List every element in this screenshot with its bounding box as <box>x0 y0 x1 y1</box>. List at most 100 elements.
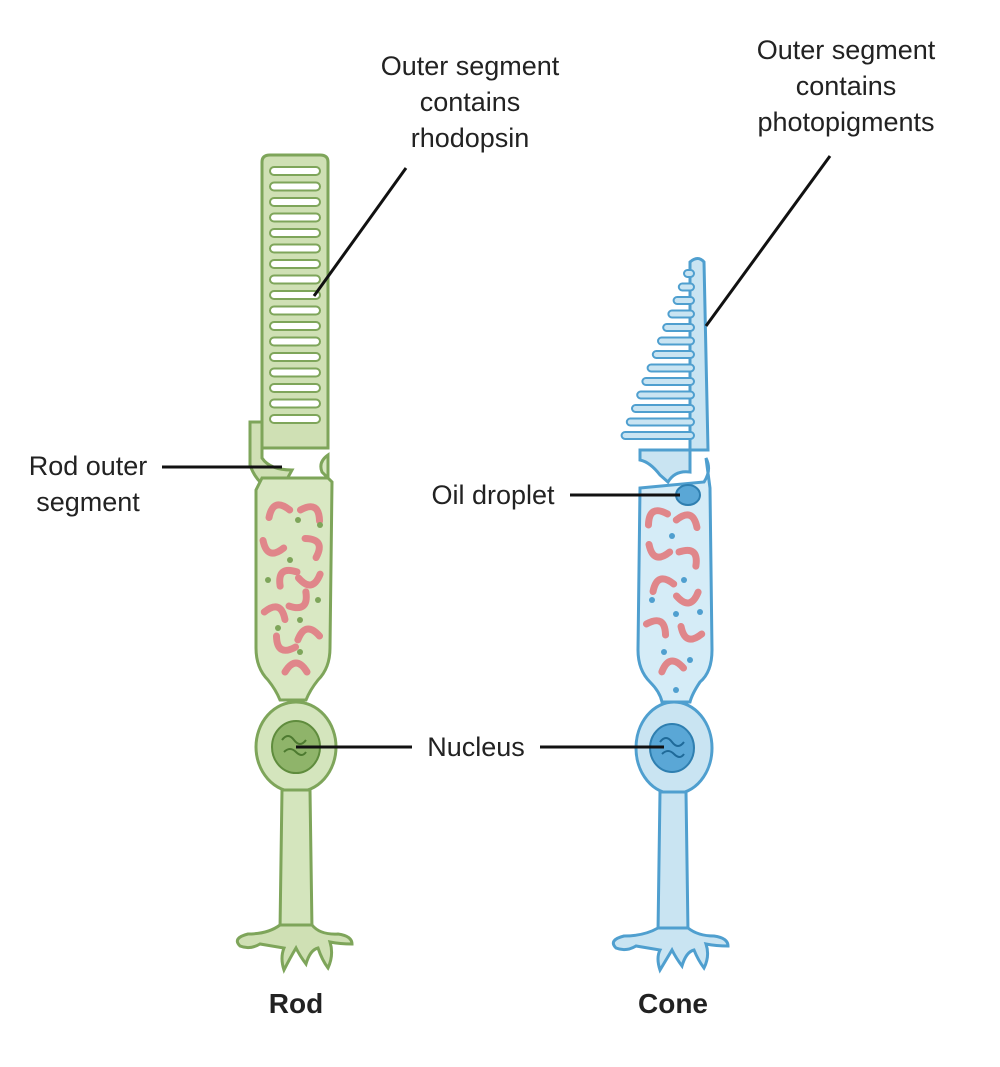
label-nucleus: Nucleus <box>427 732 525 762</box>
mitochondrion <box>265 501 294 522</box>
rod-axon <box>278 788 314 932</box>
label-rod-pigment-line2: contains <box>419 87 521 117</box>
rod-disc <box>269 228 321 238</box>
cone-outer-segment <box>688 257 710 452</box>
rod-mitochondria <box>259 501 324 676</box>
label-cone-pigment-line1: Outer segment <box>756 35 936 65</box>
rod-disc <box>269 414 321 424</box>
rod-granule <box>295 517 301 523</box>
rod-granule <box>275 625 281 631</box>
cone-granule <box>681 577 687 583</box>
mitochondrion <box>649 575 678 596</box>
cone-lamella <box>683 269 695 278</box>
rod-disc <box>269 259 321 269</box>
mitochondrion <box>259 536 288 557</box>
rod-nucleus-texture <box>281 735 307 756</box>
cone-lamella <box>631 404 695 413</box>
cone-granule <box>661 649 667 655</box>
label-rod-outer-segment-line1: Rod outer <box>28 451 148 481</box>
cone-synaptic-terminal <box>611 926 730 974</box>
label-cone-pigment-line2: contains <box>795 71 897 101</box>
cone-lamella <box>625 417 695 427</box>
rod-disc <box>269 352 321 362</box>
mitochondrion <box>672 511 701 532</box>
cone-granule <box>697 609 703 615</box>
rod-disc <box>269 181 321 192</box>
rod-disc <box>269 336 321 347</box>
label-rod-outer-segment-line2: segment <box>36 487 140 517</box>
mitochondrion <box>672 588 702 607</box>
label-rod-pigment-line3: rhodopsin <box>410 123 530 153</box>
cone-nucleus-texture <box>659 737 685 758</box>
rod-granule <box>297 649 303 655</box>
rod-disc <box>269 305 321 316</box>
cone-granule <box>673 611 679 617</box>
label-cone-pigment-line3: photopigments <box>757 107 935 137</box>
rod-connecting-cilium <box>248 420 295 494</box>
mitochondrion <box>658 657 688 676</box>
rod-granule <box>265 577 271 583</box>
mitochondrion <box>642 617 670 639</box>
rod-discs <box>269 166 321 424</box>
label-cone-pigment: Outer segment contains photopigments <box>716 32 976 140</box>
cone-lamella <box>636 390 696 400</box>
title-rod: Rod <box>268 988 324 1019</box>
cone-lamella <box>667 309 696 319</box>
mitochondrion <box>301 534 323 562</box>
rod-disc <box>269 321 321 331</box>
cone-lamella <box>677 282 695 292</box>
mitochondrion <box>276 566 301 590</box>
rod-granule <box>315 597 321 603</box>
rod-disc <box>269 212 321 223</box>
cone-lamella <box>641 377 696 386</box>
rod-disc <box>269 383 321 393</box>
cone-lamella <box>672 296 695 305</box>
cone-connecting-cilium <box>638 448 692 485</box>
label-oil-droplet: Oil droplet <box>431 480 555 510</box>
leader-rod-pigment <box>312 167 408 297</box>
label-rod-pigment-line1: Outer segment <box>380 51 560 81</box>
rod-disc <box>269 367 321 378</box>
leader-cone-pigment <box>704 155 832 327</box>
cone-lamella <box>662 323 696 332</box>
mitochondrion <box>296 503 324 525</box>
mitochondrion <box>285 588 310 612</box>
rod-cell <box>235 153 354 974</box>
rod-granule <box>297 617 303 623</box>
mitochondrion <box>260 603 289 624</box>
cone-lamella <box>646 363 695 373</box>
cone-granule <box>673 687 679 693</box>
rod-disc <box>269 243 321 254</box>
cone-lamella <box>657 336 695 346</box>
mitochondrion <box>294 570 324 589</box>
rod-granule <box>317 522 323 528</box>
title-cone: Cone <box>638 988 708 1019</box>
cone-axon <box>656 790 690 934</box>
mitochondrion <box>675 546 700 570</box>
mitochondrion <box>645 540 674 561</box>
mitochondrion <box>644 507 672 529</box>
cone-lamellae <box>620 269 696 440</box>
rod-disc <box>269 197 321 207</box>
cone-mitochondria <box>642 507 706 693</box>
cone-lamella <box>651 350 695 359</box>
cone-granule <box>649 597 655 603</box>
mitochondrion <box>281 659 311 676</box>
mitochondrion <box>272 632 300 654</box>
leader-lines <box>162 155 832 749</box>
rod-granule <box>287 557 293 563</box>
rod-disc <box>269 166 321 176</box>
cone-granule <box>687 657 693 663</box>
cone-granule <box>669 533 675 539</box>
mitochondrion <box>294 625 324 644</box>
cone-lamella <box>620 431 695 440</box>
rod-disc <box>269 290 321 300</box>
label-rod-pigment: Outer segment contains rhodopsin <box>340 48 600 156</box>
rod-disc <box>269 398 321 409</box>
cone-cell <box>611 257 730 974</box>
rod-synaptic-terminal <box>235 923 354 974</box>
mitochondrion <box>677 622 706 643</box>
rod-disc <box>269 274 321 285</box>
